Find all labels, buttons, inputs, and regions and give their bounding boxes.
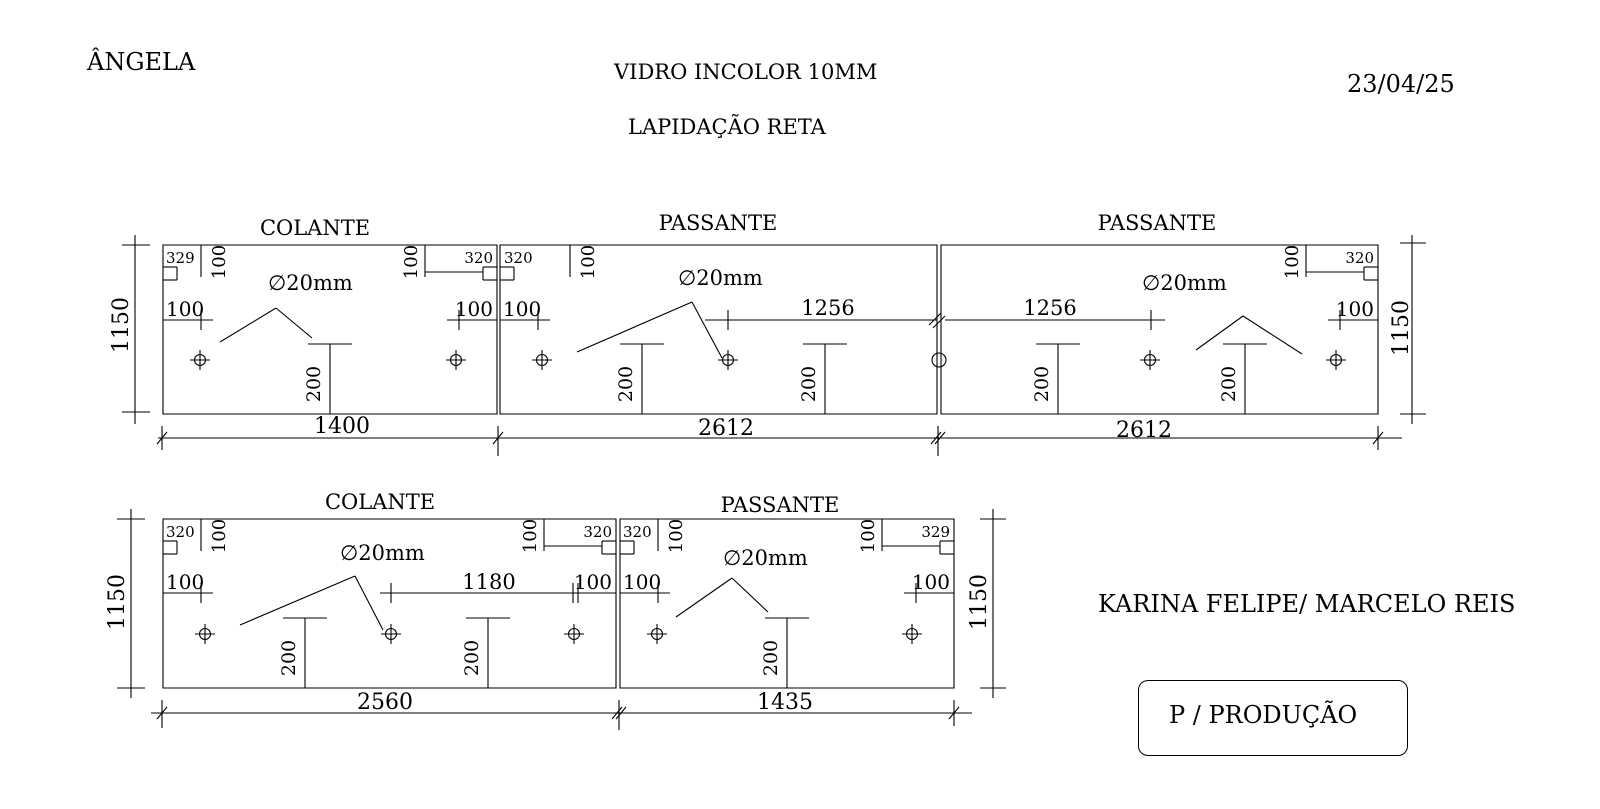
corner-dim-label: 329 <box>166 249 195 267</box>
hole-diameter-label: ∅20mm <box>268 271 353 295</box>
edge-dim-label: 100 <box>209 245 230 279</box>
corner-dim-label: 320 <box>464 249 493 267</box>
width-dim-label: 1435 <box>757 690 813 715</box>
leader-line <box>692 302 722 358</box>
hole-diameter-label: ∅20mm <box>723 546 808 570</box>
leader-line <box>220 308 276 342</box>
bottom-dim-label: 200 <box>303 366 325 402</box>
width-dim-label: 1400 <box>314 414 370 439</box>
bottom-dim-label: 200 <box>1218 366 1240 402</box>
between-dim-label: 1256 <box>801 296 854 320</box>
corner-dim-label: 320 <box>504 249 533 267</box>
stamp-label: P / PRODUÇÃO <box>1169 701 1358 729</box>
height-dim-label: 1150 <box>1389 300 1414 356</box>
edge-dim-label: 100 <box>578 245 599 279</box>
glass-panel <box>941 245 1378 414</box>
side-dim-label: 100 <box>455 297 493 321</box>
bottom-dim-label: 200 <box>461 640 483 676</box>
drill-hole <box>381 624 401 644</box>
finish-spec: LAPIDAÇÃO RETA <box>628 115 826 139</box>
drill-hole <box>532 350 552 370</box>
shared-hole <box>932 353 946 367</box>
hole-diameter-label: ∅20mm <box>678 266 763 290</box>
width-dim-label: 2612 <box>1116 418 1172 443</box>
height-dim-label: 1150 <box>105 574 130 630</box>
drill-hole <box>1140 350 1160 370</box>
junction-mark <box>929 313 941 325</box>
width-dim-label: 2560 <box>357 690 413 715</box>
corner-dim-label: 320 <box>623 523 652 541</box>
panel-type-label: COLANTE <box>260 216 370 240</box>
glass-panel <box>163 519 616 688</box>
edge-dim-label: 100 <box>1282 245 1303 279</box>
between-dim-label: 1256 <box>1023 296 1076 320</box>
leader-line <box>1196 316 1243 350</box>
junction-mark <box>933 316 945 328</box>
corner-dim-label: 320 <box>166 523 195 541</box>
date: 23/04/25 <box>1347 70 1455 98</box>
leader-line <box>1243 316 1302 354</box>
drill-hole <box>718 350 738 370</box>
width-dim-label: 2612 <box>698 416 754 441</box>
glass-panel <box>500 245 937 414</box>
corner-dim-label: 320 <box>583 523 612 541</box>
side-dim-label: 100 <box>503 297 541 321</box>
panel-type-label: COLANTE <box>325 490 435 514</box>
drill-hole <box>446 350 466 370</box>
corner-dim-label: 329 <box>921 523 950 541</box>
side-dim-label: 100 <box>623 570 661 594</box>
drill-hole <box>1326 350 1346 370</box>
client-name: ÂNGELA <box>87 48 196 76</box>
drill-hole <box>195 624 215 644</box>
side-dim-label: 100 <box>912 570 950 594</box>
height-dim-label: 1150 <box>967 574 992 630</box>
side-dim-label: 100 <box>1336 297 1374 321</box>
side-dim-label: 100 <box>166 297 204 321</box>
customer-names: KARINA FELIPE/ MARCELO REIS <box>1098 590 1516 618</box>
production-stamp: P / PRODUÇÃO <box>1138 680 1408 756</box>
leader-line <box>732 578 768 612</box>
leader-line <box>355 576 383 630</box>
leader-line <box>276 308 312 338</box>
panel-type-label: PASSANTE <box>659 211 778 235</box>
drill-hole <box>647 624 667 644</box>
drill-hole <box>190 350 210 370</box>
width-dim-tick <box>616 707 626 719</box>
leader-line <box>577 302 692 352</box>
width-dim-tick <box>935 432 945 444</box>
width-dim-tick <box>931 432 941 444</box>
bottom-dim-label: 200 <box>615 366 637 402</box>
drill-hole <box>564 624 584 644</box>
edge-dim-label: 100 <box>666 519 687 553</box>
width-dim-tick <box>612 707 622 719</box>
height-dim-label: 1150 <box>109 297 134 353</box>
leader-line <box>676 578 732 617</box>
side-dim-label: 100 <box>166 570 204 594</box>
material-spec: VIDRO INCOLOR 10MM <box>614 60 878 84</box>
edge-dim-label: 100 <box>858 519 879 553</box>
panel-type-label: PASSANTE <box>721 493 840 517</box>
panel-type-label: PASSANTE <box>1098 211 1217 235</box>
bottom-dim-label: 200 <box>278 640 300 676</box>
hole-diameter-label: ∅20mm <box>1142 271 1227 295</box>
edge-dim-label: 100 <box>520 519 541 553</box>
bottom-dim-label: 200 <box>760 640 782 676</box>
edge-dim-label: 100 <box>209 519 230 553</box>
side-dim-label: 100 <box>574 570 612 594</box>
bottom-dim-label: 200 <box>798 366 820 402</box>
edge-dim-label: 100 <box>401 245 422 279</box>
corner-dim-label: 320 <box>1345 249 1374 267</box>
between-dim-label: 1180 <box>462 570 515 594</box>
bottom-dim-label: 200 <box>1031 366 1053 402</box>
hole-diameter-label: ∅20mm <box>340 541 425 565</box>
drill-hole <box>902 624 922 644</box>
leader-line <box>240 576 355 625</box>
